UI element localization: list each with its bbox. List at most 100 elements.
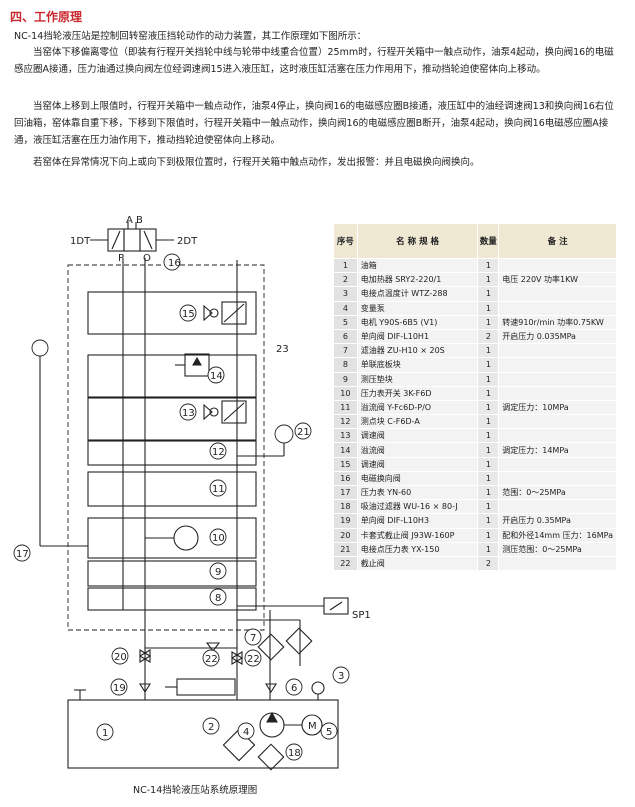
table-cell: 3 <box>333 286 358 302</box>
oil-tank <box>67 699 339 769</box>
table-cell: 变量泵 <box>356 300 479 316</box>
table-cell: 12 <box>333 414 358 430</box>
block-15 <box>87 291 257 335</box>
header-qty: 数量 <box>477 223 500 259</box>
table-cell: 单向阀 DIF-L10H1 <box>356 328 479 345</box>
paragraph-upward: 当窑体上移到上限值时，行程开关箱中一触点动作，油泵4停止，换向阀16的电磁感应圈… <box>14 101 614 146</box>
table-cell: 滤油器 ZU-H10 × 20S <box>356 343 479 359</box>
table-cell: 溢流阀 <box>356 442 479 458</box>
table-cell: 9 <box>333 371 358 387</box>
callout-6: 6 <box>291 683 297 694</box>
table-cell: 1 <box>477 541 500 557</box>
block-10 <box>87 517 257 559</box>
table-cell: 11 <box>333 399 358 416</box>
parts-table-header: 序号 名 称 规 格 数量 备 注 <box>333 223 617 259</box>
callout-18: 18 <box>288 748 301 759</box>
table-cell: 电加热器 SRY2-220/1 <box>356 272 479 288</box>
table-cell <box>498 499 617 515</box>
table-cell: 7 <box>333 343 358 359</box>
callout-9: 9 <box>215 567 221 578</box>
table-cell: 转速910r/min 功率0.75KW <box>498 314 617 330</box>
callout-12: 12 <box>212 447 225 458</box>
header-name: 名 称 规 格 <box>356 223 479 259</box>
table-cell: 吸油过滤器 WU-16 × 80-J <box>356 499 479 515</box>
table-cell <box>498 414 617 430</box>
callout-5: 5 <box>326 727 332 738</box>
section-title: 四、工作原理 <box>10 10 83 24</box>
table-cell: 1 <box>477 357 500 373</box>
table-cell: 压力表 YN-60 <box>356 484 479 501</box>
table-cell: 压力表开关 3K-F6D <box>356 385 479 401</box>
block-9 <box>87 560 257 587</box>
table-cell <box>498 385 617 401</box>
diagram-caption: NC-14挡轮液压站系统原理图 <box>133 785 258 796</box>
table-cell: 1 <box>477 371 500 387</box>
table-cell: 调定压力：10MPa <box>498 399 617 416</box>
table-cell: 16 <box>333 470 358 487</box>
label-o: O <box>143 253 151 264</box>
table-cell: 测点块 C-F6D-A <box>356 414 479 430</box>
table-cell: 20 <box>333 527 358 543</box>
paragraph-abnormal: 若窑体在异常情况下向上或向下到极限位置时，行程开关箱中触点动作，发出报警：并且电… <box>33 157 480 168</box>
table-cell: 1 <box>477 527 500 543</box>
callout-11: 11 <box>212 484 225 495</box>
block-13 <box>87 397 257 441</box>
table-cell: 电压 220V 功率1KW <box>498 272 617 288</box>
header-remark: 备 注 <box>498 223 617 259</box>
callout-7: 7 <box>250 633 256 644</box>
table-cell <box>498 456 617 472</box>
table-cell: 4 <box>333 300 358 316</box>
table-cell: 调速阀 <box>356 456 479 472</box>
label-p: P <box>118 253 124 264</box>
callout-22-left: 22 <box>205 654 218 665</box>
table-cell <box>498 371 617 387</box>
callout-13: 13 <box>182 408 195 419</box>
table-cell: 1 <box>477 513 500 529</box>
callout-1: 1 <box>102 728 108 739</box>
table-cell: 1 <box>477 300 500 316</box>
table-cell: 19 <box>333 513 358 529</box>
callout-15: 15 <box>182 309 195 320</box>
callout-3: 3 <box>338 671 344 682</box>
table-cell: 5 <box>333 314 358 330</box>
callout-14: 14 <box>210 371 223 382</box>
table-cell <box>498 428 617 444</box>
table-cell: 1 <box>477 272 500 288</box>
table-cell: 1 <box>477 314 500 330</box>
table-cell: 1 <box>477 499 500 515</box>
table-cell: 22 <box>333 555 358 572</box>
table-cell <box>498 357 617 373</box>
table-cell: 卡套式截止阀 J93W-160P <box>356 527 479 543</box>
table-cell: 范围：0～25MPa <box>498 484 617 501</box>
callout-19: 19 <box>113 683 126 694</box>
table-cell: 14 <box>333 442 358 458</box>
table-cell: 测压垫块 <box>356 371 479 387</box>
callout-22-right: 22 <box>247 654 260 665</box>
callout-17: 17 <box>16 549 29 560</box>
paragraph-downward: 当窑体下移偏离零位（即装有行程开关挡轮中线与轮带中线重合位置）25mm时，行程开… <box>14 47 614 75</box>
table-cell: 配和外径14mm 压力：16MPa <box>498 527 617 543</box>
table-cell <box>498 286 617 302</box>
table-cell: 8 <box>333 357 358 373</box>
table-cell: 6 <box>333 328 358 345</box>
table-cell <box>498 257 617 274</box>
table-cell: 1 <box>477 456 500 472</box>
table-cell: 2 <box>333 272 358 288</box>
table-cell: 电接点压力表 YX-150 <box>356 541 479 557</box>
label-b: B <box>136 215 143 226</box>
